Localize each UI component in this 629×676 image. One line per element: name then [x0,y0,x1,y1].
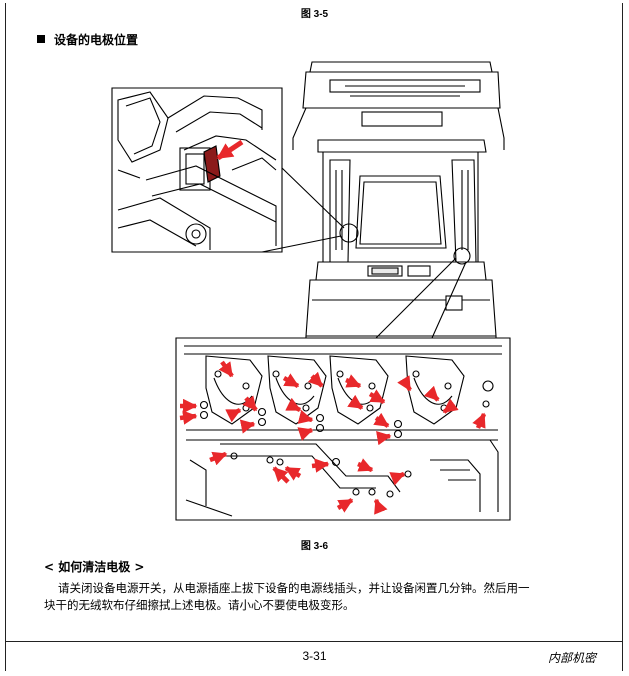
body-line-text: 块干的无绒软布仔细擦拭上述电极。请小心不要使电极变形。 [44,598,355,612]
red-pointer-arrow [216,139,244,161]
section-heading-text: 设备的电极位置 [54,33,139,47]
page-frame [5,3,623,671]
page-number: 3-31 [302,649,327,663]
black-square-icon [37,35,45,43]
body-line: 请关闭设备电源开关，从电源插座上拔下设备的电源线插头，并让设备闲置几分钟。然后用… [44,580,616,597]
section-heading: 设备的电极位置 [37,31,138,48]
sub-heading: < 如何清洁电极 > [44,560,145,574]
body-line-text: 请关闭设备电源开关，从电源插座上拔下设备的电源线插头，并让设备闲置几分钟。然后用… [58,581,530,595]
confidential-label: 内部机密 [548,651,597,665]
printer-body [292,61,505,341]
body-line: 块干的无绒软布仔细擦拭上述电极。请小心不要使电极变形。 [44,597,616,614]
footer-divider [5,641,623,642]
red-pointer-arrows [179,360,487,515]
electrode-illustration [111,61,511,521]
body-paragraph: 请关闭设备电源开关，从电源插座上拔下设备的电源线插头，并让设备闲置几分钟。然后用… [44,580,616,614]
callout-left-detail [111,87,345,253]
figure-caption-3-6: 图 3-6 [300,541,329,552]
callout-bottom-detail [175,257,511,521]
figure-caption-3-5: 图 3-5 [300,9,329,20]
